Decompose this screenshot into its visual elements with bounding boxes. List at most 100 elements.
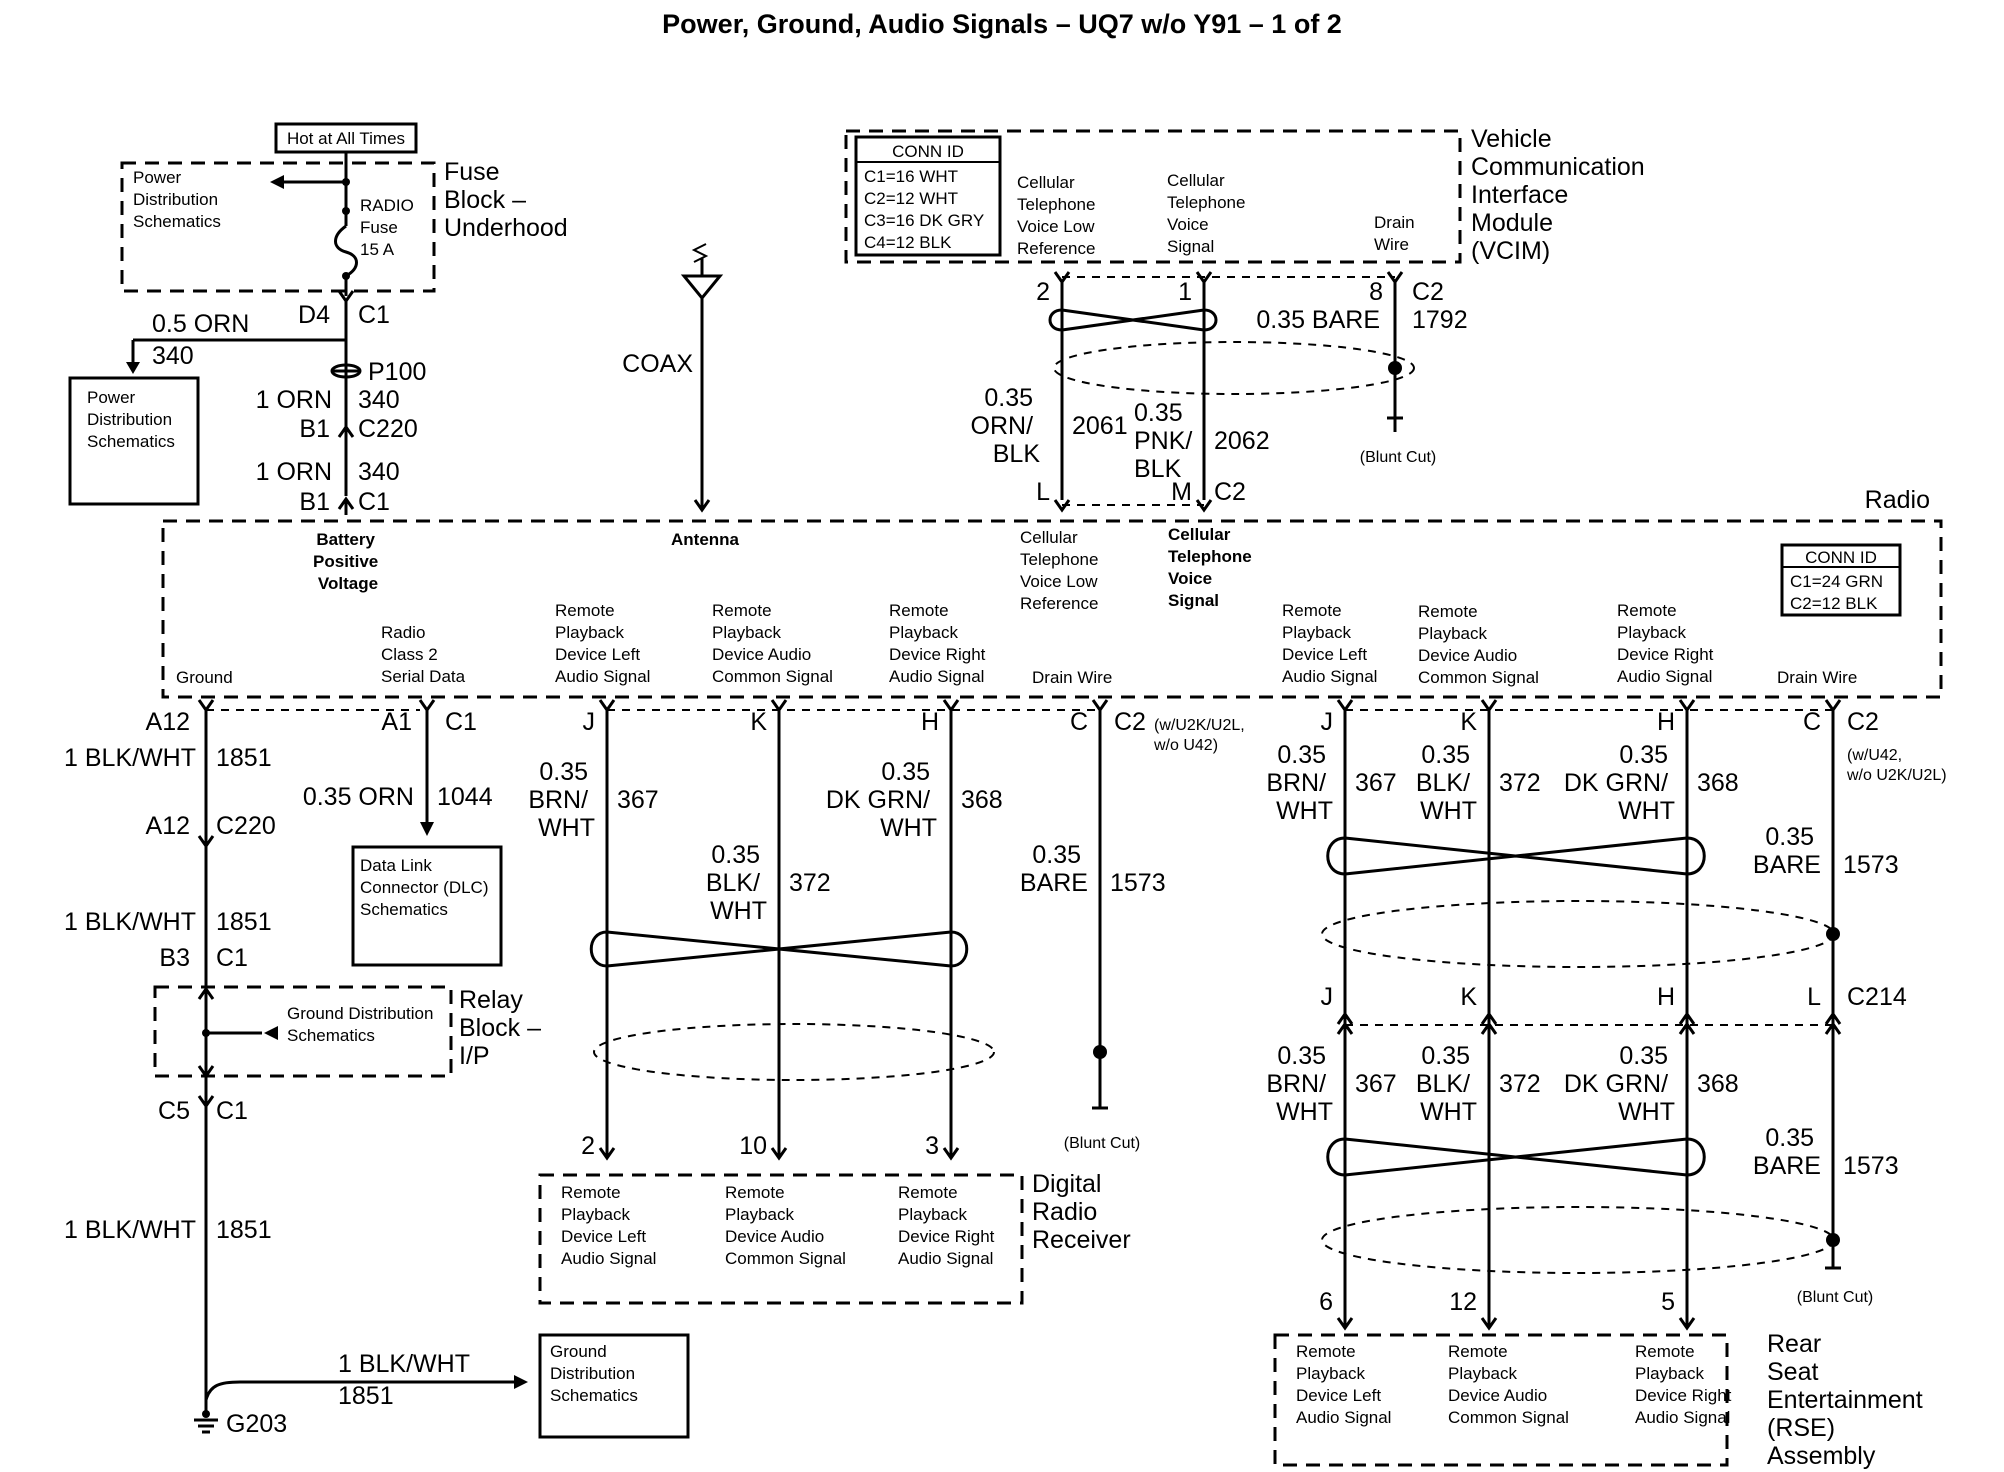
rse-circuit-367-2: 367	[1355, 1070, 1397, 1098]
radio-outline	[161, 519, 1943, 699]
antenna-icon	[680, 274, 724, 301]
fuse-block-underhood: Hot at All Times Fuse Block – Underhood …	[120, 122, 568, 296]
c5-pin: C5	[158, 1097, 190, 1125]
c1-connector-d: C1	[216, 1097, 248, 1125]
rse-name: Rear Seat Entertainment (RSE) Assembly	[1767, 1330, 1930, 1470]
rse-circuit-1573: 1573	[1843, 851, 1899, 879]
c1-connector-b: C1	[358, 488, 390, 516]
ground-circuit: A12 1 BLK/WHT 1851 A12 C220 1 BLK/WHT 18…	[64, 699, 690, 1439]
gds-box	[538, 1333, 690, 1439]
rse-pin-c: C	[1803, 708, 1821, 736]
ground-wire-2: 1 BLK/WHT	[64, 908, 196, 936]
rse-twist-icon-b	[1326, 1137, 1706, 1177]
circuit-1851-c: 1851	[216, 1216, 272, 1244]
c214-pin-h: H	[1657, 983, 1675, 1011]
rse-circuit-367: 367	[1355, 769, 1397, 797]
drr-twist-icon	[589, 930, 969, 968]
vcim-conn-id-box	[854, 135, 1002, 257]
circuit-1044: 1044	[437, 783, 493, 811]
drr-circuit: J K H C C2 (w/U2K/U2L, w/o U42) 0.35 BRN…	[528, 699, 1245, 1305]
rse-wire-brn-wht-2: 0.35 BRN/ WHT	[1266, 1042, 1333, 1126]
radio-ground-label: Ground	[176, 668, 233, 687]
vcim-pin-8: 8	[1369, 278, 1383, 306]
rse-c2-connector: C2	[1847, 708, 1879, 736]
drr-shield-icon	[593, 1023, 995, 1081]
rse-right-audio: Remote Playback Device Right Audio Signa…	[1635, 1342, 1736, 1427]
drr-c2-connector: C2	[1114, 708, 1146, 736]
rse-wire-bare-2: 0.35 BARE	[1753, 1124, 1821, 1180]
drr-pin-k: K	[750, 708, 767, 736]
rse-circuit-368: 368	[1697, 769, 1739, 797]
a1-pin: A1	[381, 708, 412, 736]
wire-1-orn-a: 1 ORN	[256, 386, 332, 414]
radio-left-audio-a: Remote Playback Device Left Audio Signal	[555, 601, 650, 686]
circuit-2061: 2061	[1072, 412, 1128, 440]
dlc-box-label: Data Link Connector (DLC) Schematics	[360, 856, 493, 919]
a12-pin-b: A12	[146, 812, 190, 840]
c220-connector-b: C220	[216, 812, 276, 840]
drr-circuit-367: 367	[617, 786, 659, 814]
dlc-c1-connector: C1	[445, 708, 477, 736]
rse-circuit-1573-2: 1573	[1843, 1152, 1899, 1180]
drr-pin-h: H	[921, 708, 939, 736]
drr-right-audio: Remote Playback Device Right Audio Signa…	[898, 1183, 999, 1268]
b3-pin: B3	[159, 944, 190, 972]
drr-pin-10: 10	[739, 1132, 767, 1160]
drr-outline	[538, 1173, 1024, 1305]
radio-right-audio-b: Remote Playback Device Right Audio Signa…	[1617, 601, 1718, 686]
rse-wire-blk-wht: 0.35 BLK/ WHT	[1416, 741, 1477, 825]
vcim-outline	[844, 129, 1462, 264]
rse-pin-6: 6	[1319, 1288, 1333, 1316]
rse-left-audio: Remote Playback Device Left Audio Signal	[1296, 1342, 1391, 1427]
twisted-pair-icon	[1061, 308, 1205, 332]
relay-block-name: Relay Block – I/P	[459, 986, 548, 1070]
circuit-340-b: 340	[358, 386, 400, 414]
rse-pin-12: 12	[1449, 1288, 1477, 1316]
radio-drain-wire-a: Drain Wire	[1032, 668, 1112, 687]
c214-pin-l: L	[1807, 983, 1821, 1011]
vcim-voice-low-ref: Cellular Telephone Voice Low Reference	[1017, 173, 1100, 258]
fuse-symbol-icon	[334, 224, 358, 278]
gds-box-label: Ground Distribution Schematics	[550, 1342, 640, 1405]
drr-name: Digital Radio Receiver	[1032, 1170, 1131, 1254]
circuit-1851-d: 1851	[338, 1382, 394, 1410]
drr-common-audio: Remote Playback Device Audio Common Sign…	[725, 1183, 846, 1268]
radio-common-audio-b: Remote Playback Device Audio Common Sign…	[1418, 602, 1539, 687]
c1-connector-top: C1	[358, 301, 390, 329]
wire-orn-blk: 0.35 ORN/ BLK	[971, 384, 1041, 468]
rse-blunt-cut: (Blunt Cut)	[1797, 1289, 1873, 1306]
drr-left-audio: Remote Playback Device Left Audio Signal	[561, 1183, 656, 1268]
radio-drain-wire-b: Drain Wire	[1777, 668, 1857, 687]
radio-fuse-label: RADIO Fuse 15 A	[360, 196, 419, 259]
rse-wire-blk-wht-2: 0.35 BLK/ WHT	[1416, 1042, 1477, 1126]
drr-pin-j: J	[583, 708, 596, 736]
radio-conn-id-list: C1=24 GRN C2=12 BLK	[1790, 572, 1888, 613]
radio-cell-low-ref: Cellular Telephone Voice Low Reference	[1020, 528, 1103, 613]
a12-pin-a: A12	[146, 708, 190, 736]
g203-label: G203	[226, 1410, 287, 1438]
rse-wire-bare: 0.35 BARE	[1753, 823, 1821, 879]
rse-circuit-372: 372	[1499, 769, 1541, 797]
radio-left-audio-b: Remote Playback Device Left Audio Signal	[1282, 601, 1377, 686]
shield-icon	[1053, 341, 1415, 395]
vcim-bare-wire: 0.35 BARE	[1256, 306, 1380, 334]
vcim-voice-signal: Cellular Telephone Voice Signal	[1167, 171, 1250, 256]
wire-1-orn-b: 1 ORN	[256, 458, 332, 486]
drr-pin-2: 2	[581, 1132, 595, 1160]
ground-wire-3: 1 BLK/WHT	[64, 1216, 196, 1244]
c220-connector-a: C220	[358, 415, 418, 443]
vcim-pin-2: 2	[1036, 278, 1050, 306]
dlc-arrow-icon	[420, 822, 434, 836]
rse-wire-dkgrn-wht-2: 0.35 DK GRN/ WHT	[1564, 1042, 1675, 1126]
ground-symbol-icon	[194, 1418, 218, 1434]
radio-conn-id-title: CONN ID	[1805, 548, 1877, 567]
circuit-340-a: 340	[152, 342, 194, 370]
rse-common-audio: Remote Playback Device Audio Common Sign…	[1448, 1342, 1569, 1427]
c214-connector: C214	[1847, 983, 1907, 1011]
drr-wire-brn-wht: 0.35 BRN/ WHT	[528, 758, 595, 842]
rse-pin-j: J	[1321, 708, 1334, 736]
fuse-block-name: Fuse Block – Underhood	[444, 158, 568, 242]
drr-blunt-cut: (Blunt Cut)	[1064, 1135, 1140, 1152]
vcim-blunt-cut: (Blunt Cut)	[1360, 449, 1436, 466]
